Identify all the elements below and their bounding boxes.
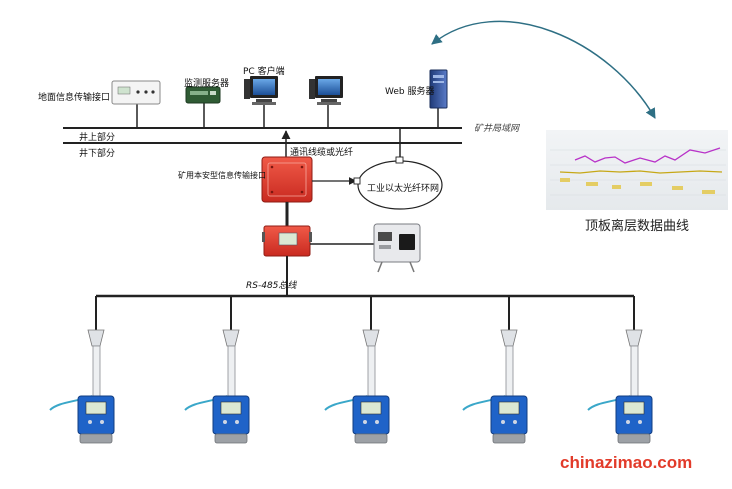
below-ground-label: 井下部分 (79, 149, 116, 159)
mine-interface-device (261, 156, 313, 203)
ground-interface-label: 地面信息传输接口 (38, 93, 111, 103)
rs485-label: RS-485总线 (246, 281, 297, 291)
sensor-4 (462, 296, 528, 444)
sensor-3 (324, 296, 390, 444)
ground-interface-device (111, 80, 161, 105)
mine-interface-label: 矿用本安型信息传输接口 (178, 171, 266, 180)
pc-client-1-device (244, 76, 278, 105)
ethernet-ring (353, 156, 443, 210)
sensor-1 (49, 296, 115, 444)
roof-separation-chart (546, 130, 728, 210)
roof-curve-caption: 顶板离层数据曲线 (585, 219, 690, 234)
pc-client-2-device (309, 76, 343, 105)
watermark-text: chinazimao.com (560, 453, 693, 472)
pc-client-label: PC 客户端 (243, 67, 285, 77)
mine-lan-label: 矿井局域网 (474, 124, 520, 134)
lan-to-chart-arrow (431, 20, 656, 119)
comm-cable-label: 通讯线缆或光纤 (290, 148, 354, 158)
monitor-server-label: 监测服务器 (184, 79, 230, 89)
surface-drops (136, 103, 439, 160)
web-server-label: Web 服务器 (385, 87, 435, 97)
power-unit-device (262, 225, 312, 257)
sensor-5 (587, 296, 653, 444)
controller-device (373, 223, 421, 273)
sensor-group (49, 296, 653, 444)
monitor-server-device (185, 86, 221, 104)
surface-bus (63, 127, 462, 144)
ethernet-ring-label: 工业以太光纤环网 (367, 184, 440, 194)
sensor-2 (184, 296, 250, 444)
above-ground-label: 井上部分 (79, 133, 116, 143)
